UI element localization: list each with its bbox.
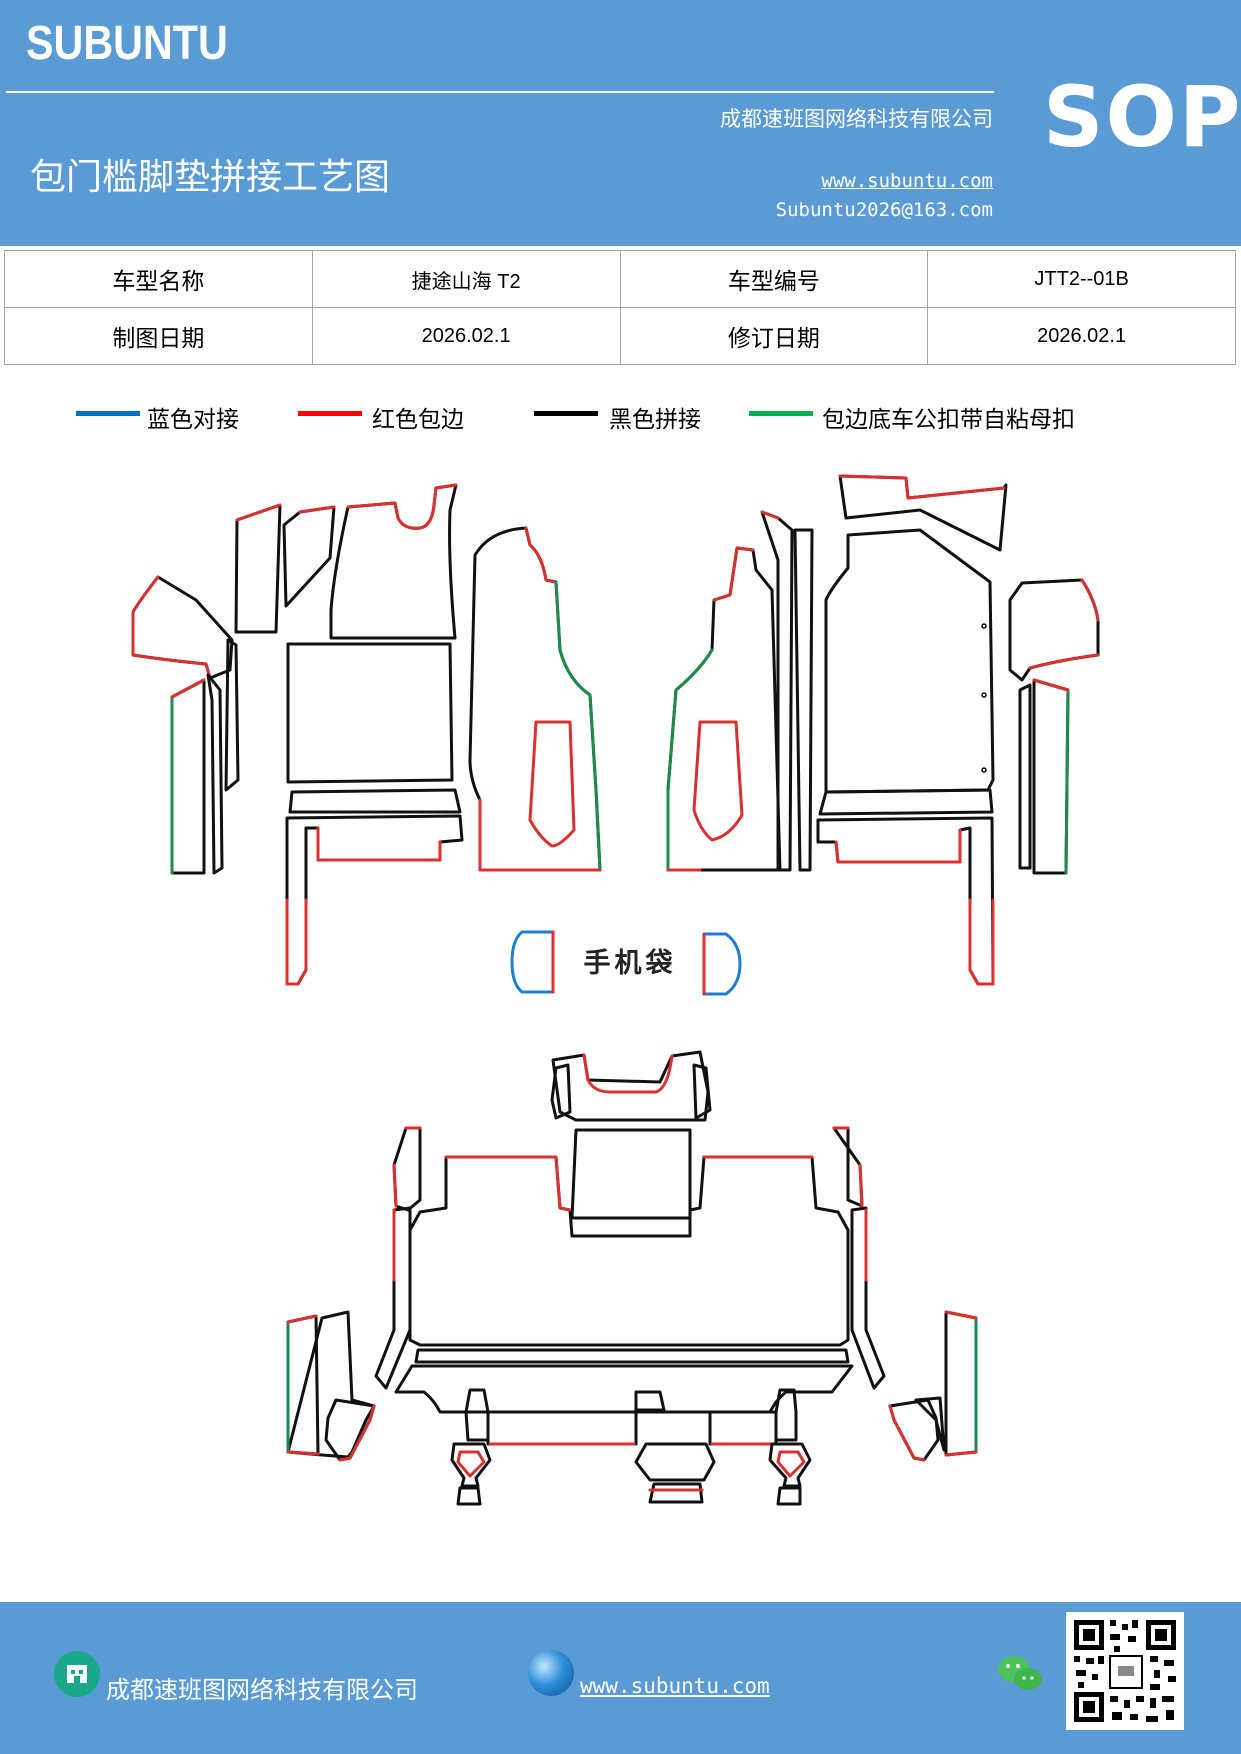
phone-pocket-group [510, 930, 742, 996]
mat-group-rear [286, 1050, 978, 1506]
header-banner [0, 0, 1241, 246]
footer-company-name: 成都速班图网络科技有限公司 [106, 1676, 418, 1704]
table-row: 制图日期 2026.02.1 修订日期 2026.02.1 [4, 307, 1236, 365]
vehicle-info-table: 车型名称 捷途山海 T2 车型编号 JTT2--01B 制图日期 2026.02… [4, 250, 1236, 365]
sop-badge: SOP [1043, 68, 1241, 166]
building-icon-glyph [67, 1665, 87, 1683]
header-website-link[interactable]: www.subuntu.com [821, 170, 993, 192]
legend-swatch-black [534, 411, 598, 416]
legend-label-blue: 蓝色对接 [147, 407, 239, 433]
color-legend: 蓝色对接 红色包边 黑色拼接 包边底车公扣带自粘母扣 [0, 400, 1241, 440]
draw-date-value: 2026.02.1 [311, 307, 621, 365]
qr-code-pattern [1074, 1620, 1176, 1722]
brand-logo: SUBUNTU [26, 17, 228, 70]
building-icon [54, 1651, 100, 1697]
header-email: Subuntu2026@163.com [775, 199, 993, 221]
draw-date-label: 制图日期 [4, 307, 313, 365]
model-code-label: 车型编号 [619, 250, 929, 308]
legend-swatch-green [749, 411, 813, 416]
legend-label-red: 红色包边 [372, 407, 464, 433]
globe-icon [528, 1650, 574, 1696]
mat-group-front-left [131, 483, 602, 986]
model-name-value: 捷途山海 T2 [311, 250, 621, 308]
qr-code-icon[interactable] [1066, 1612, 1184, 1730]
mat-group-front-right [666, 474, 1100, 986]
revise-date-value: 2026.02.1 [927, 307, 1236, 365]
phone-pocket-label: 手机袋 [584, 948, 677, 979]
revise-date-label: 修订日期 [619, 307, 929, 365]
document-title: 包门槛脚垫拼接工艺图 [30, 157, 391, 198]
footer-website-link[interactable]: www.subuntu.com [580, 1674, 770, 1698]
model-name-label: 车型名称 [4, 250, 313, 308]
legend-label-black: 黑色拼接 [609, 407, 701, 433]
legend-swatch-red [298, 411, 362, 416]
table-row: 车型名称 捷途山海 T2 车型编号 JTT2--01B [4, 250, 1236, 308]
legend-label-green: 包边底车公扣带自粘母扣 [822, 407, 1075, 433]
header-company-name: 成都速班图网络科技有限公司 [720, 107, 993, 131]
header-divider [6, 91, 994, 93]
model-code-value: JTT2--01B [927, 250, 1236, 308]
wechat-icon[interactable] [996, 1652, 1044, 1696]
legend-swatch-blue [76, 411, 140, 416]
